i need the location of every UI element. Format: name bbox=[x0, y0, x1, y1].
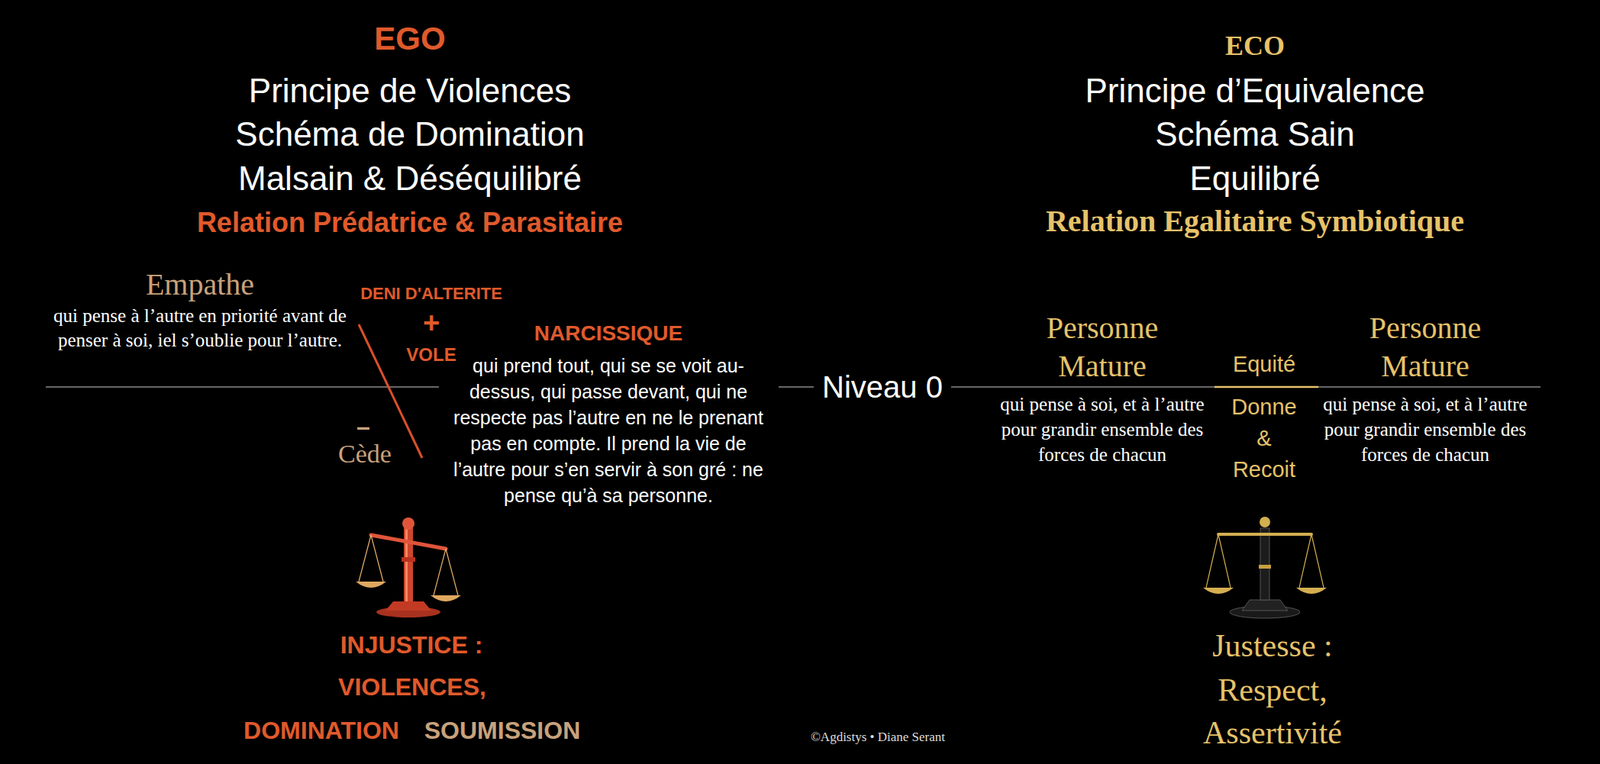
equity-label: Equité bbox=[1232, 351, 1296, 378]
role-title: Empathe bbox=[145, 266, 255, 304]
scale-pan bbox=[355, 581, 387, 588]
verdict-label: Justesse : bbox=[1212, 626, 1333, 665]
role-title-holder: Personne Mature bbox=[1369, 309, 1482, 386]
copyright-note: ©Agdistys • Diane Serant bbox=[810, 729, 946, 746]
level-label-holder: Niveau 0 bbox=[822, 368, 943, 406]
role-description: qui pense à l’autre en priorité avant de… bbox=[51, 303, 349, 353]
verdict-label: SOUMISSION bbox=[424, 716, 581, 746]
action-label-holder: Cède bbox=[338, 438, 392, 470]
scale-pole bbox=[403, 528, 413, 602]
scale-strings bbox=[1206, 534, 1324, 588]
role-title-holder: Personne Mature bbox=[1046, 309, 1159, 386]
equity-label-holder: Equité bbox=[1232, 351, 1296, 378]
role-title: Personne Mature bbox=[1369, 309, 1482, 386]
ego-heading-holder: EGO bbox=[374, 19, 446, 59]
relation-line: Relation Prédatrice & Parasitaire bbox=[196, 206, 623, 239]
level-line-segment bbox=[951, 386, 1541, 388]
role-description-holder: qui prend tout, qui se se voit au-dessus… bbox=[448, 352, 769, 509]
balance-line: Equilibré bbox=[1189, 158, 1320, 199]
scale-highlight bbox=[405, 528, 408, 602]
verdict-label: DOMINATION bbox=[243, 716, 400, 746]
principle-line-holder: Principe de Violences bbox=[248, 70, 571, 111]
level-line-segment bbox=[45, 386, 439, 388]
scale-beam bbox=[370, 535, 446, 549]
relation-line-holder: Relation Prédatrice & Parasitaire bbox=[196, 206, 623, 239]
balance-line: Malsain & Déséquilibré bbox=[238, 158, 582, 199]
verdict-label-holder: Justesse : bbox=[1212, 626, 1333, 665]
schema-line: Schéma de Domination bbox=[235, 113, 584, 155]
plus-sign-holder: + bbox=[422, 305, 440, 341]
scale-knob bbox=[1259, 516, 1271, 528]
level-label: Niveau 0 bbox=[822, 368, 943, 406]
level-zero-line bbox=[45, 386, 1541, 388]
role-description-holder: qui pense à soi, et à l’autre pour grand… bbox=[1322, 391, 1529, 468]
minus-sign-holder: – bbox=[356, 412, 371, 442]
relation-line: Relation Egalitaire Symbiotique bbox=[1045, 203, 1465, 240]
scale-ring bbox=[1258, 564, 1271, 569]
scale-pole bbox=[1260, 528, 1270, 600]
role-title: NARCISSIQUE bbox=[534, 320, 683, 347]
scale-foot bbox=[1241, 600, 1288, 611]
level-line-segment bbox=[778, 386, 814, 388]
verdict-label: Assertivité bbox=[1203, 713, 1342, 752]
scale-foot bbox=[385, 601, 432, 611]
role-description: qui pense à soi, et à l’autre pour grand… bbox=[1322, 391, 1529, 468]
schema-line-holder: Schéma Sain bbox=[1154, 113, 1355, 155]
action-label: VOLE bbox=[406, 343, 456, 366]
action-label-holder: VOLE bbox=[406, 343, 456, 366]
verdict-label-holder: DOMINATION bbox=[243, 716, 400, 746]
scale-beam bbox=[1218, 532, 1312, 536]
eco-heading-holder: ECO bbox=[1225, 29, 1285, 63]
role-description-holder: qui pense à soi, et à l’autre pour grand… bbox=[999, 391, 1206, 468]
role-description: qui pense à soi, et à l’autre pour grand… bbox=[999, 391, 1206, 468]
action-label-holder: DENI D'ALTERITE bbox=[360, 283, 503, 304]
scale-pan bbox=[430, 595, 462, 602]
verdict-label-holder: Respect, bbox=[1217, 670, 1327, 710]
equity-rule bbox=[1214, 386, 1319, 389]
relation-line-holder: Relation Egalitaire Symbiotique bbox=[1045, 203, 1465, 240]
balance-line-holder: Equilibré bbox=[1189, 158, 1320, 199]
role-title-holder: Empathe bbox=[145, 266, 255, 304]
role-title-holder: NARCISSIQUE bbox=[534, 320, 683, 347]
plus-sign: + bbox=[422, 305, 440, 341]
exchange-label-holder: Donne & Recoit bbox=[1231, 391, 1297, 486]
verdict-label: Respect, bbox=[1217, 670, 1327, 710]
principle-line: Principe d’Equivalence bbox=[1084, 70, 1425, 111]
eco-heading: ECO bbox=[1225, 29, 1285, 63]
schema-line-holder: Schéma de Domination bbox=[235, 113, 584, 155]
verdict-label: VIOLENCES, bbox=[338, 672, 487, 702]
schema-line: Schéma Sain bbox=[1154, 113, 1355, 155]
minus-sign: – bbox=[356, 412, 371, 442]
role-description: qui prend tout, qui se se voit au-dessus… bbox=[448, 352, 769, 509]
scale-pan bbox=[1203, 587, 1234, 594]
verdict-label-holder: SOUMISSION bbox=[424, 716, 581, 746]
scale-knob bbox=[402, 517, 415, 530]
copyright-note-holder: ©Agdistys • Diane Serant bbox=[810, 729, 946, 746]
unbalanced-scale bbox=[355, 517, 462, 618]
verdict-label-holder: INJUSTICE : bbox=[340, 630, 484, 660]
role-title: Personne Mature bbox=[1046, 309, 1159, 386]
scale-ring bbox=[401, 557, 416, 562]
ego-heading: EGO bbox=[374, 19, 446, 59]
verdict-label: INJUSTICE : bbox=[340, 630, 484, 660]
verdict-label-holder: Assertivité bbox=[1203, 713, 1342, 752]
balanced-scale bbox=[1203, 516, 1327, 619]
principle-line-holder: Principe d’Equivalence bbox=[1084, 70, 1425, 111]
action-label: Cède bbox=[338, 438, 392, 470]
scale-pan bbox=[1296, 587, 1327, 594]
balance-line-holder: Malsain & Déséquilibré bbox=[238, 158, 582, 199]
principle-line: Principe de Violences bbox=[248, 70, 571, 111]
verdict-label-holder: VIOLENCES, bbox=[338, 672, 487, 702]
action-label: DENI D'ALTERITE bbox=[360, 283, 503, 304]
exchange-label: Donne & Recoit bbox=[1231, 391, 1297, 486]
role-description-holder: qui pense à l’autre en priorité avant de… bbox=[51, 303, 349, 353]
